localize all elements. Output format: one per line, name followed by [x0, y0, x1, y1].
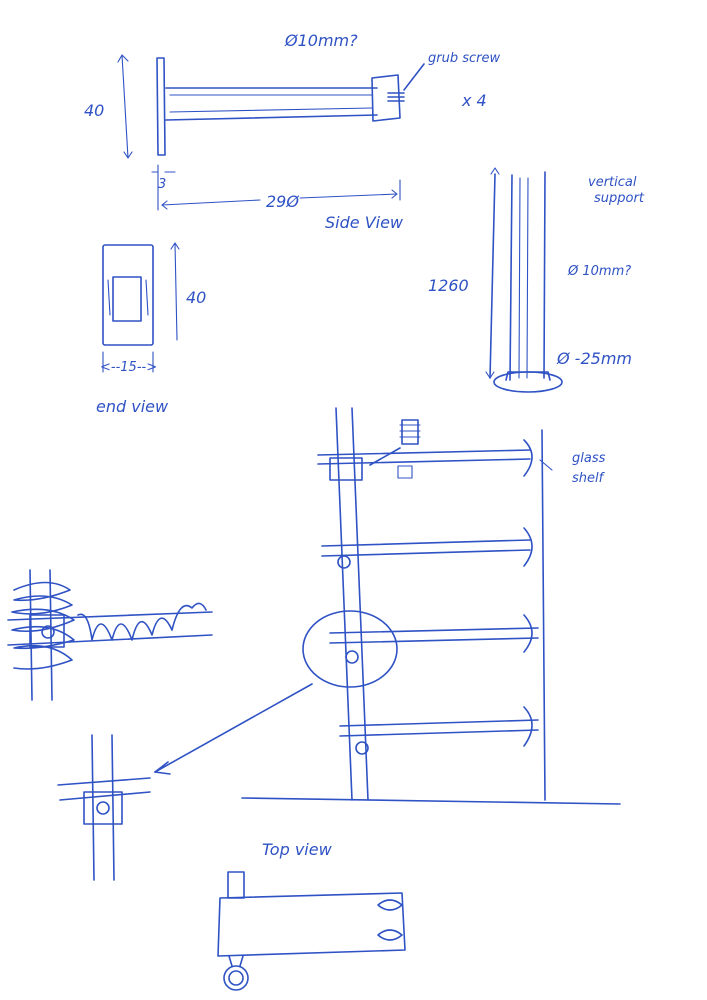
clamp-detail-drawing: [57, 734, 151, 881]
base-diameter-label: Ø -25mm: [556, 349, 632, 368]
top-view-caption: Top view: [262, 840, 333, 859]
end-view-drawing: [102, 242, 180, 373]
vertical-support-title-2: support: [594, 191, 645, 206]
vertical-support-drawing: [485, 167, 563, 393]
end-view-width: <--15-->: [100, 360, 157, 375]
glass-shelf-label-1: glass: [572, 451, 606, 466]
vertical-height-label: 1260: [428, 276, 469, 295]
scribble-detail: [7, 569, 213, 701]
length-label: 29Ø: [266, 192, 299, 211]
thickness-label: 3: [158, 177, 166, 192]
grub-screw-label: grub screw: [428, 51, 500, 66]
end-view-caption: end view: [96, 397, 169, 416]
top-view-drawing: [217, 871, 406, 991]
glass-shelf-label-2: shelf: [572, 471, 606, 486]
quantity-label: x 4: [461, 91, 487, 110]
side-view-drawing: [117, 54, 425, 211]
assembly-drawing: [154, 407, 621, 805]
rod-diameter-label: Ø10mm?: [284, 31, 358, 50]
end-view-height: 40: [186, 288, 206, 307]
height-40-label: 40: [84, 101, 104, 120]
side-view-caption: Side View: [325, 213, 404, 232]
vertical-rod-diameter: Ø 10mm?: [567, 264, 631, 279]
vertical-support-title-1: vertical: [588, 175, 637, 190]
